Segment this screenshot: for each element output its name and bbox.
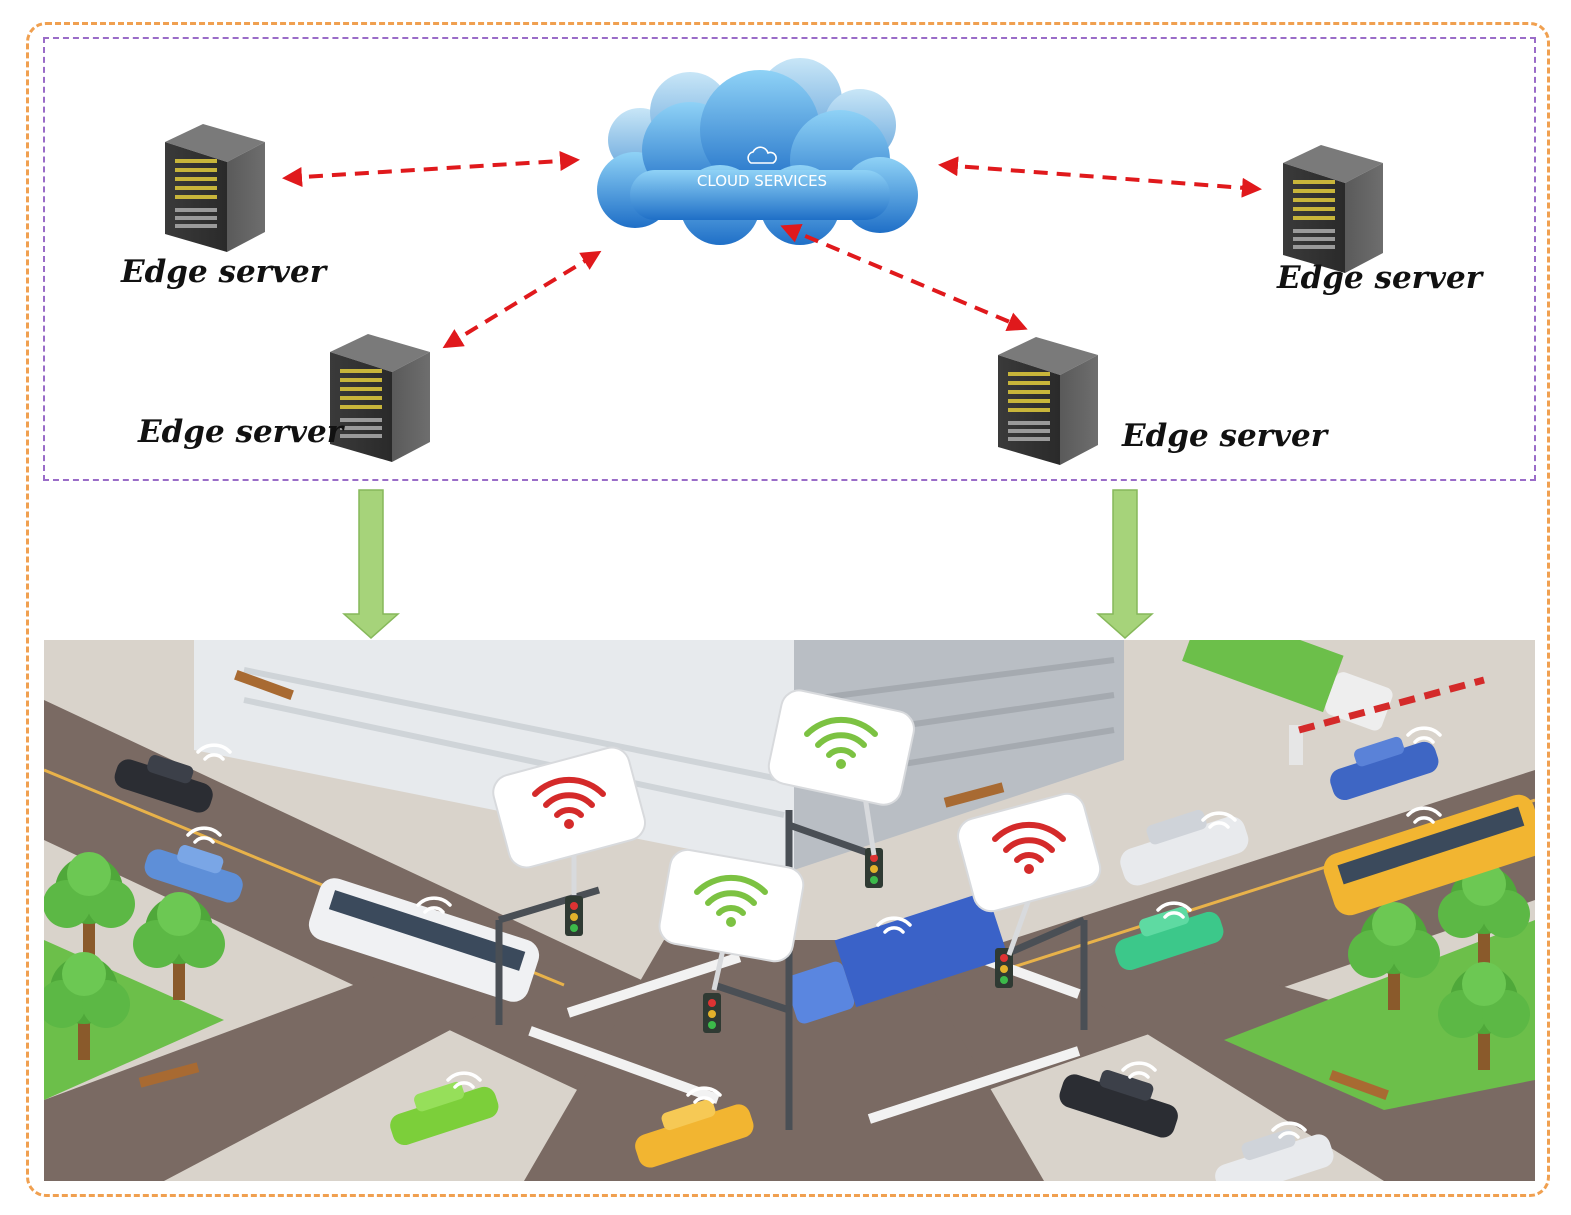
link-right-bottom	[780, 223, 1028, 332]
server-icon	[165, 124, 265, 252]
edge-server-label: Edge server	[1277, 260, 1483, 296]
wifi-sign-red	[492, 746, 646, 895]
link-left-top	[282, 151, 580, 187]
cloud-icon	[747, 146, 777, 164]
car-icon	[1059, 1069, 1178, 1138]
vehicles	[114, 640, 1535, 1181]
link-left-bottom	[442, 250, 602, 349]
cloud-edge-diagram	[165, 58, 1383, 640]
wifi-sign-green	[767, 689, 915, 856]
car-icon	[390, 1081, 499, 1146]
car-icon	[114, 755, 213, 813]
smart-city-intersection	[44, 640, 1535, 1181]
edge-server-label: Edge server	[121, 254, 327, 290]
edge-server-label: Edge server	[138, 414, 344, 450]
cloud-label: CLOUD SERVICES	[696, 172, 828, 190]
cloud-services	[597, 58, 918, 245]
bench-icon	[138, 670, 1389, 1100]
truck-icon	[1182, 640, 1393, 731]
traffic-light-icon	[703, 993, 721, 1033]
link-right-top	[938, 156, 1262, 198]
car-icon	[1330, 736, 1439, 801]
car-icon	[1120, 809, 1249, 886]
down-arrow-left	[342, 489, 400, 640]
server-icon	[1283, 145, 1383, 273]
bus-icon	[308, 878, 540, 1002]
server-icon	[330, 334, 430, 462]
bus-icon	[1323, 794, 1535, 916]
barrier-gate	[1289, 676, 1485, 765]
building	[194, 640, 1124, 870]
cloud-edge-links	[282, 151, 1262, 349]
car-icon	[635, 1099, 754, 1168]
traffic-light-icon	[565, 896, 583, 936]
truck-icon	[785, 891, 1009, 1024]
wifi-sign-red	[957, 792, 1102, 956]
edge-server-label: Edge server	[1122, 418, 1328, 454]
cloud-edge-region	[43, 37, 1536, 481]
car-icon	[144, 845, 243, 903]
down-arrow-right	[1096, 489, 1154, 640]
server-icon	[998, 337, 1098, 465]
wifi-sign-green	[658, 848, 805, 991]
outer-frame	[26, 22, 1550, 1197]
